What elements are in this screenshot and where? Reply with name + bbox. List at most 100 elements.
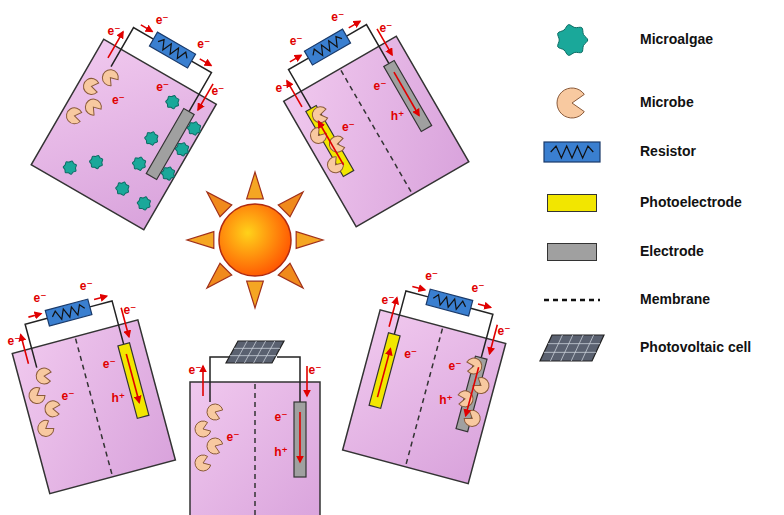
legend-icon [544, 300, 600, 301]
charge-label: e⁻ [404, 348, 417, 360]
legend-icon [540, 335, 604, 361]
microalgae-icon [164, 93, 182, 111]
charge-label: e⁻ [497, 325, 510, 337]
legend-text: Microbe [640, 95, 694, 110]
charge-label: h⁺ [391, 110, 405, 122]
photoelectrode [118, 343, 149, 419]
electron-arrow [349, 21, 360, 28]
charge-label: e⁻ [449, 360, 462, 372]
legend-text: Membrane [640, 292, 710, 307]
electron-arrow [319, 122, 344, 165]
cell-grid [561, 335, 573, 361]
microalgae-icon [160, 165, 178, 183]
cell-panel [190, 341, 320, 515]
cell-grid [582, 335, 594, 361]
charge-label: h⁺ [274, 446, 288, 458]
legend-icon [558, 25, 588, 56]
electron-arrow [394, 72, 419, 115]
microbe-icon [81, 75, 103, 97]
sun-ray [207, 192, 232, 217]
electron-arrow [126, 354, 139, 402]
cell-panel [343, 278, 515, 484]
charge-label: e⁻ [197, 38, 210, 50]
resistor-zigzag [156, 38, 190, 63]
resistor-zigzag [311, 35, 345, 60]
electron-arrow [94, 296, 107, 299]
electron-arrow [21, 335, 29, 364]
charge-label: e⁻ [123, 304, 136, 316]
resistor-symbol [544, 142, 600, 162]
cell-grid [263, 341, 275, 363]
electron-arrow [377, 349, 390, 397]
charge-label: e⁻ [156, 14, 169, 26]
microbe-icon [207, 404, 223, 420]
electron-arrow [200, 59, 211, 66]
electron-arrow [466, 367, 479, 415]
charge-label: e⁻ [425, 270, 438, 282]
cell-panel [267, 8, 469, 227]
microbe-icon [34, 366, 53, 386]
charge-label: e⁻ [274, 411, 287, 423]
microbe-icon [82, 96, 104, 118]
charge-label: e⁻ [226, 431, 239, 443]
electron-arrow [478, 304, 491, 307]
charge-label: e⁻ [156, 81, 169, 93]
legend-text: Microalgae [640, 32, 713, 47]
microbe-icon [99, 67, 121, 89]
legend-text: Resistor [640, 144, 696, 159]
reactor-chamber [284, 36, 469, 227]
sun-ray [207, 263, 232, 288]
cell-grid [244, 341, 256, 363]
microalgae-icon [114, 180, 132, 198]
cell-grid [550, 335, 562, 361]
charge-label: e⁻ [472, 282, 485, 294]
microalgae-icon [135, 194, 153, 212]
photoelectrode [369, 333, 400, 409]
electron-arrow [198, 84, 213, 110]
membrane [254, 384, 256, 515]
charge-label: e⁻ [108, 25, 121, 37]
sun [187, 172, 323, 308]
electron-arrow [141, 25, 152, 32]
resistor-zigzag [51, 304, 86, 322]
microalgae-icon [143, 130, 161, 148]
sun-ray [278, 263, 303, 288]
legend-swatch [547, 194, 597, 212]
electron-arrow [490, 325, 498, 354]
microbe-icon [326, 133, 348, 155]
charge-label: h⁺ [439, 394, 453, 406]
microalgae-icon [131, 155, 149, 173]
resistor-symbol [45, 299, 92, 326]
reactor-chamber [31, 39, 216, 230]
wire [289, 25, 389, 109]
charge-label: h⁺ [111, 392, 125, 404]
wire [210, 357, 300, 402]
microalgae-icon [174, 140, 192, 158]
microalgae-icon [186, 120, 204, 138]
microbe-icon [27, 386, 46, 406]
microalgae-icon [558, 25, 588, 56]
charge-label: e⁻ [7, 335, 20, 347]
resistor-zigzag [551, 146, 594, 158]
microbe-icon [557, 88, 584, 118]
cell-panel [4, 288, 176, 494]
cell-grid [254, 341, 266, 363]
microbe-icon [64, 105, 86, 127]
sun-ray [278, 192, 303, 217]
legend-icon [557, 88, 584, 118]
electron-arrow [202, 366, 204, 396]
legend-icon [544, 142, 600, 162]
electron-arrow [412, 286, 425, 289]
sun-ray [247, 281, 264, 308]
cell-grid [235, 341, 247, 363]
microbe-icon [464, 356, 483, 376]
cell-grid [548, 343, 600, 344]
microbe-icon [463, 409, 482, 429]
microbe-icon [43, 399, 62, 419]
microalgae-icon [61, 159, 79, 177]
microbe-icon [309, 104, 331, 126]
charge-label: e⁻ [33, 292, 46, 304]
electron-arrow [306, 366, 308, 396]
legend-text: Electrode [640, 244, 704, 259]
